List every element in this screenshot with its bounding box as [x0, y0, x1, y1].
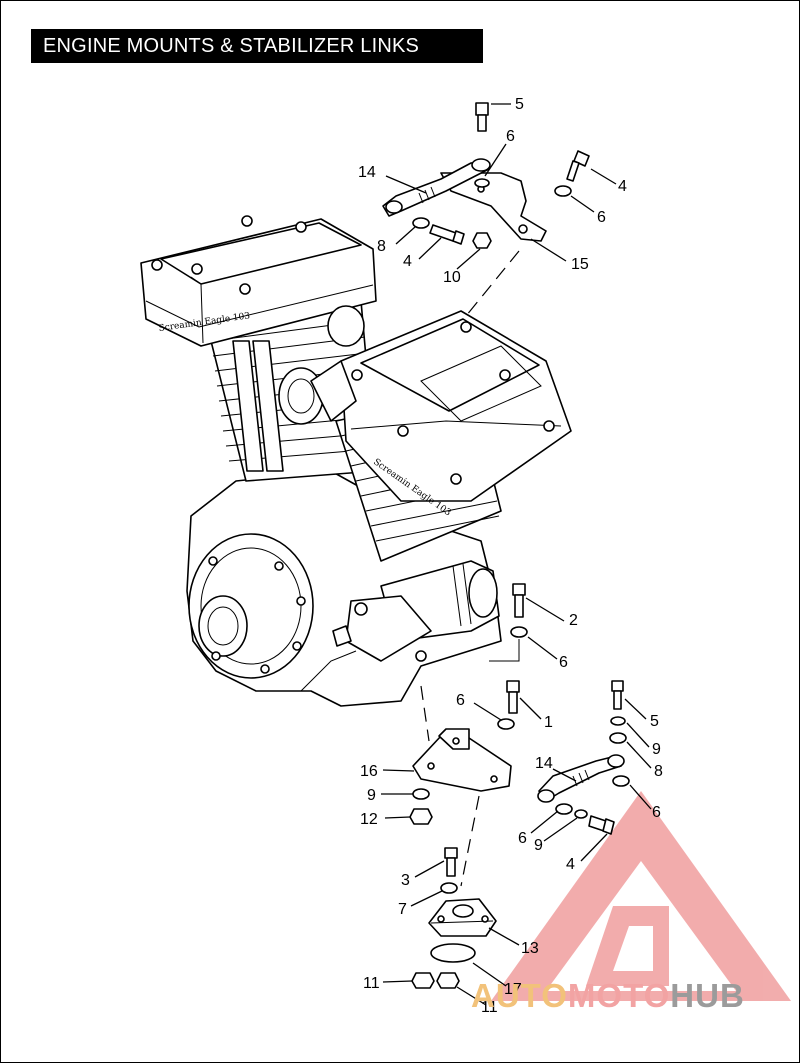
callout-14-lower: 14 [535, 755, 553, 772]
callout-5-lower: 5 [650, 713, 659, 730]
callout-16: 16 [360, 763, 378, 780]
callout-11-right: 11 [481, 999, 498, 1016]
lower-mount-assembly [409, 680, 630, 989]
callout-6-top: 6 [506, 128, 515, 145]
callout-4-lower: 4 [566, 856, 575, 873]
callout-2: 2 [569, 612, 578, 629]
watermark-text: AUTOMOTOHUB [471, 977, 745, 1015]
engine-illustration: Screamin Eagle 103 Screamin Eagle 103 [140, 215, 572, 707]
callout-9-lower-mid: 9 [534, 837, 543, 854]
callout-3: 3 [401, 872, 410, 889]
callout-9-left: 9 [367, 787, 376, 804]
callout-10: 10 [443, 269, 461, 286]
upper-stabilizer-assembly [382, 102, 590, 317]
callout-8-top: 8 [377, 238, 386, 255]
callout-6-top-right: 6 [597, 209, 606, 226]
watermark-part-a: AUTO [471, 977, 568, 1014]
callout-17: 17 [504, 981, 522, 998]
callout-6-front: 6 [559, 654, 568, 671]
watermark-logo [491, 791, 791, 1001]
callout-12: 12 [360, 811, 378, 828]
callout-8-lower: 8 [654, 763, 663, 780]
callout-numbers: 5 6 14 4 6 8 4 10 15 2 6 6 1 5 9 14 8 16… [358, 96, 663, 1016]
callout-9-lower-right: 9 [652, 741, 661, 758]
callout-4-top-left: 4 [403, 253, 412, 270]
leader-lines [381, 103, 652, 1006]
callout-13: 13 [521, 940, 539, 957]
watermark-part-b: MOTO [567, 977, 671, 1014]
callout-6-lower-right: 6 [652, 804, 661, 821]
page-title: ENGINE MOUNTS & STABILIZER LINKS [31, 29, 483, 63]
callout-14-top: 14 [358, 164, 376, 181]
callout-4-top-right: 4 [618, 178, 627, 195]
callout-6-lower-mid: 6 [518, 830, 527, 847]
callout-7: 7 [398, 901, 407, 918]
front-mount-bolt [489, 583, 528, 662]
watermark-part-c: HUB [670, 977, 745, 1014]
callout-5-top: 5 [515, 96, 524, 113]
callout-15: 15 [571, 256, 589, 273]
callout-11-left: 11 [363, 975, 380, 992]
callout-1: 1 [544, 714, 553, 731]
callout-6-lower-left: 6 [456, 692, 465, 709]
